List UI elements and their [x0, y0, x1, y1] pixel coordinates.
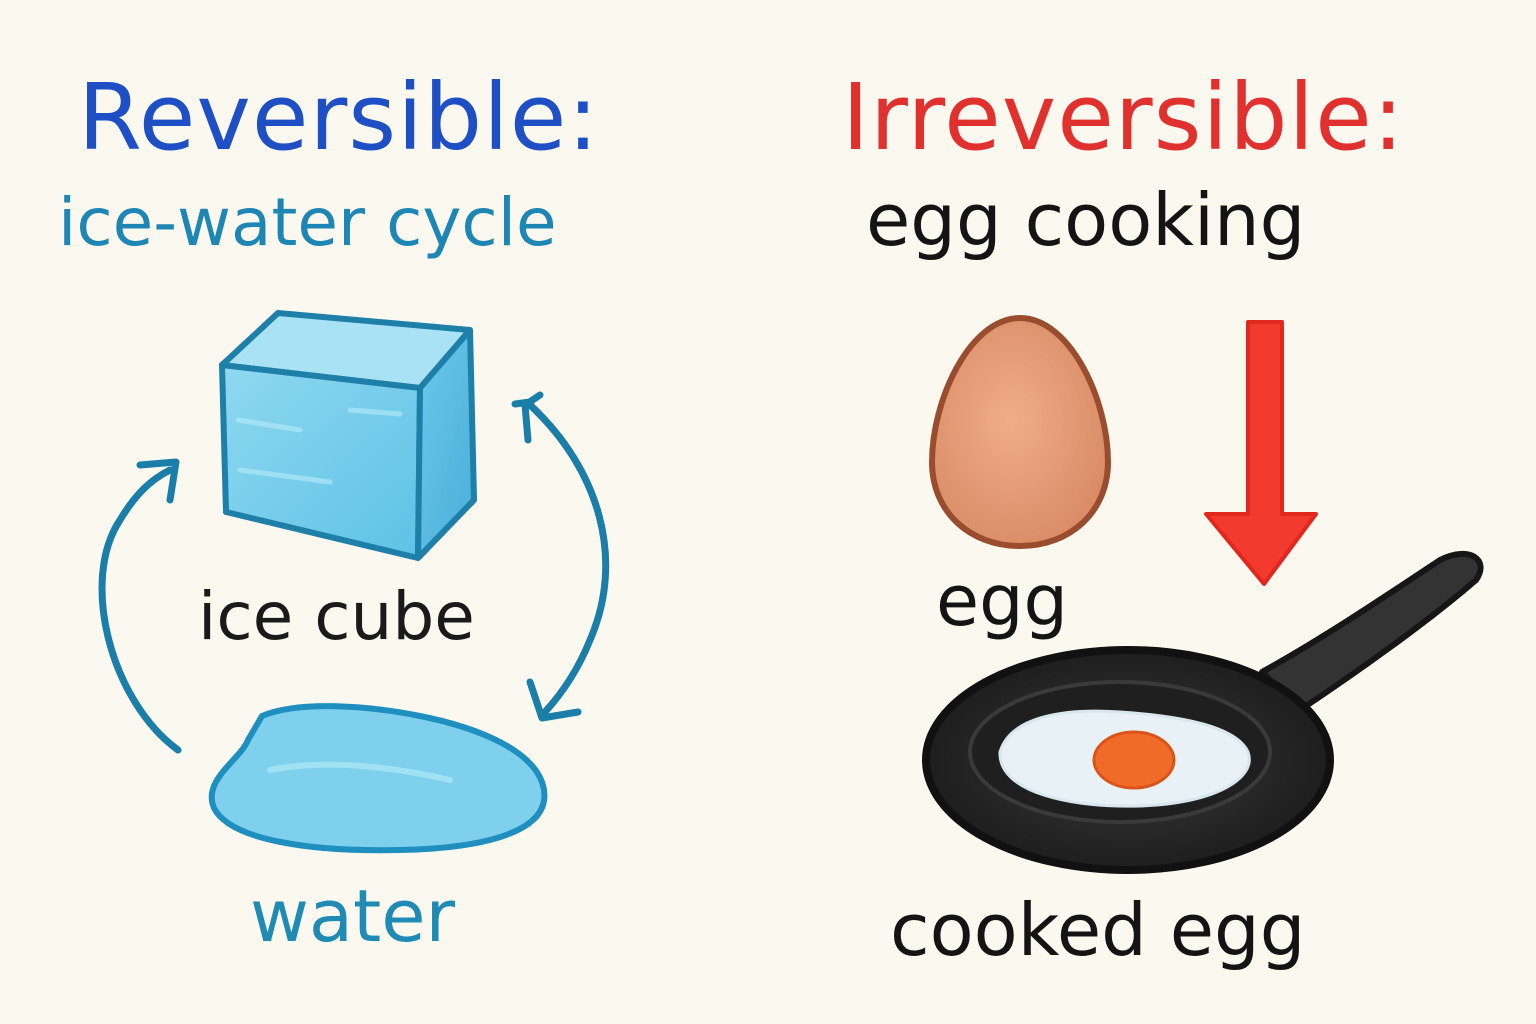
- irreversible-subtitle: egg cooking: [866, 178, 1306, 262]
- cooked-egg-label: cooked egg: [890, 888, 1306, 972]
- irreversible-title: Irreversible:: [842, 64, 1405, 171]
- down-arrow-icon: [1204, 320, 1318, 586]
- raw-egg-icon: [928, 314, 1112, 550]
- water-puddle-icon: [208, 703, 548, 854]
- cycle-arrow-icon: [98, 391, 610, 754]
- ice-cube-icon: [219, 310, 477, 561]
- reversible-title: Reversible:: [78, 64, 600, 171]
- ice-cube-label: ice cube: [198, 578, 475, 655]
- fried-egg-icon: [998, 709, 1251, 808]
- egg-label: egg: [936, 560, 1068, 642]
- water-label: water: [250, 874, 456, 958]
- reversible-subtitle: ice-water cycle: [58, 184, 557, 261]
